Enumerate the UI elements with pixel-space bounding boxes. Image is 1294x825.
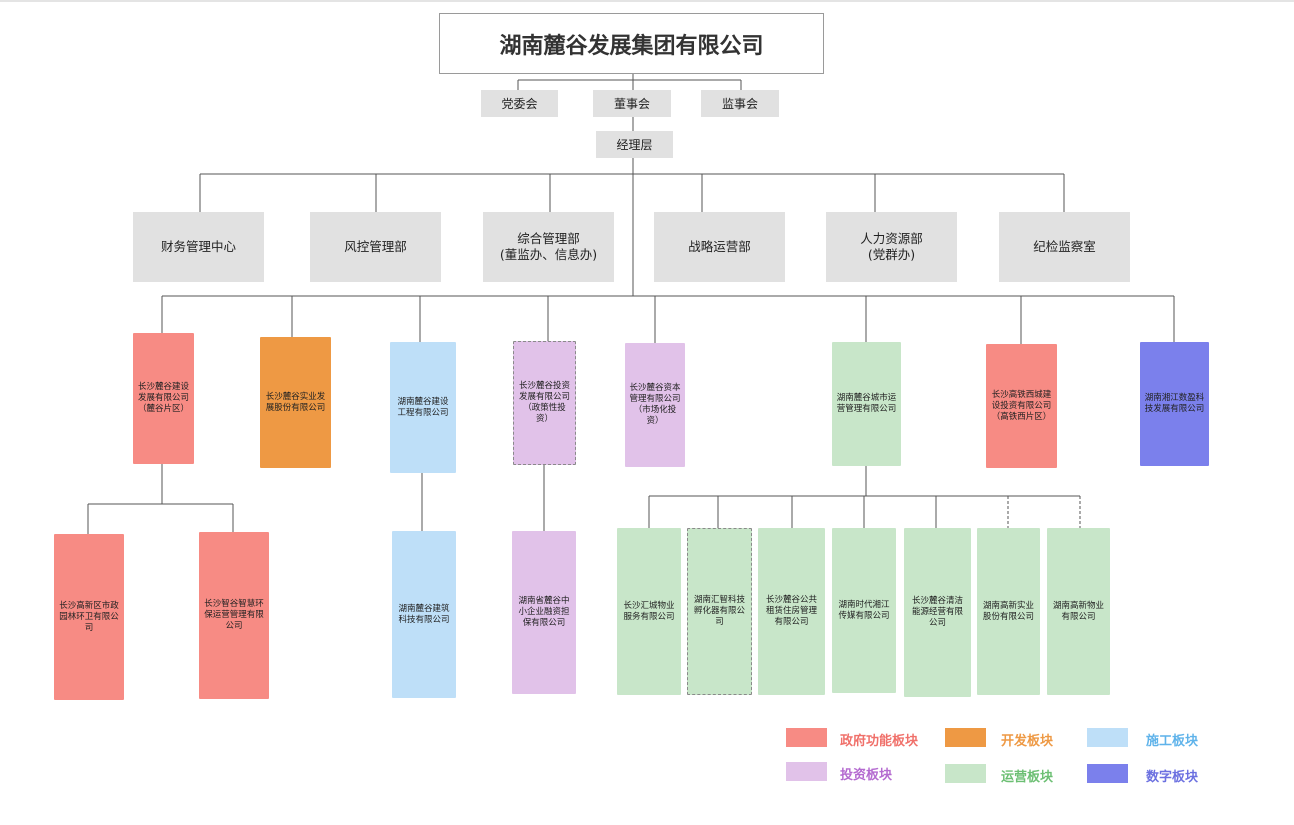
subsidiary-label: 长沙智谷智慧环保运营管理有限公司 <box>204 599 264 631</box>
subsidiary-label: 湖南时代湘江传媒有限公司 <box>838 599 890 621</box>
board-label: 董事会 <box>613 97 650 111</box>
legend-swatch-government <box>786 728 827 747</box>
company-hsr-west-city: 长沙高铁西城建设投资有限公司（高铁西片区） <box>986 344 1057 468</box>
company-lugu-investment: 长沙麓谷投资发展有限公司（政策性投资） <box>513 341 576 465</box>
management-box: 经理层 <box>596 131 673 158</box>
subsidiary-xiangjiang-media: 湖南时代湘江传媒有限公司 <box>832 528 896 693</box>
company-label: 长沙麓谷投资发展有限公司（政策性投资） <box>518 381 570 424</box>
company-lugu-industrial: 长沙麓谷实业发展股份有限公司 <box>260 337 331 468</box>
subsidiary-huizhi-incubator: 湖南汇智科技孵化器有限公司 <box>687 528 752 695</box>
subsidiary-label: 湖南汇智科技孵化器有限公司 <box>693 595 745 627</box>
subsidiary-public-housing: 长沙麓谷公共租赁住房管理有限公司 <box>758 528 825 695</box>
subsidiary-label: 长沙麓谷清洁能源经营有限公司 <box>911 596 963 628</box>
supervisory-board-label: 监事会 <box>721 97 758 111</box>
group-title-box: 湖南麓谷发展集团有限公司 <box>439 13 824 74</box>
subsidiary-smart-environment: 长沙智谷智慧环保运营管理有限公司 <box>199 532 269 699</box>
party-committee-label: 党委会 <box>501 97 538 111</box>
legend-swatch-investment <box>786 762 827 781</box>
subsidiary-label: 长沙汇城物业服务有限公司 <box>623 600 675 622</box>
dept-strategy: 战略运营部 <box>654 212 785 282</box>
dept-risk: 风控管理部 <box>310 212 441 282</box>
top-border <box>0 0 1294 2</box>
company-lugu-city-operation: 湖南麓谷城市运营管理有限公司 <box>832 342 901 466</box>
legend-swatch-construction <box>1087 728 1128 747</box>
company-label: 湖南湘江数盈科技发展有限公司 <box>1144 393 1205 414</box>
legend-label-digital: 数字板块 <box>1146 770 1199 785</box>
dept-general: 综合管理部 (董监办、信息办) <box>483 212 614 282</box>
company-label: 长沙麓谷资本管理有限公司（市场化投资） <box>629 383 681 426</box>
legend-label-operation: 运营板块 <box>1001 770 1054 785</box>
subsidiary-hi-tech-industrial: 湖南高新实业股份有限公司 <box>977 528 1040 695</box>
dept-finance: 财务管理中心 <box>133 212 264 282</box>
company-lugu-engineering: 湖南麓谷建设工程有限公司 <box>390 342 456 473</box>
subsidiary-huicheng-property: 长沙汇城物业服务有限公司 <box>617 528 681 695</box>
legend-label-construction: 施工板块 <box>1146 734 1199 749</box>
company-label: 长沙麓谷建设发展有限公司（麓谷片区） <box>137 382 189 414</box>
dept-hr: 人力资源部 (党群办) <box>826 212 957 282</box>
legend-label-investment: 投资板块 <box>840 768 893 783</box>
company-lugu-capital: 长沙麓谷资本管理有限公司（市场化投资） <box>625 343 685 467</box>
dept-hr-label: 人力资源部 <box>860 231 923 246</box>
subsidiary-label: 长沙高新区市政园林环卫有限公司 <box>59 600 119 633</box>
dept-finance-label: 财务管理中心 <box>160 239 236 254</box>
subsidiary-label: 湖南高新物业有限公司 <box>1052 600 1104 622</box>
subsidiary-clean-energy: 长沙麓谷清洁能源经营有限公司 <box>904 528 971 697</box>
company-label: 长沙麓谷实业发展股份有限公司 <box>265 391 326 413</box>
dept-risk-label: 风控管理部 <box>344 239 407 254</box>
dept-strategy-label: 战略运营部 <box>688 239 751 254</box>
legend-swatch-operation <box>945 764 986 783</box>
company-label: 湖南麓谷城市运营管理有限公司 <box>836 393 897 414</box>
management-label: 经理层 <box>616 138 653 152</box>
company-label: 湖南麓谷建设工程有限公司 <box>397 396 449 418</box>
legend-label-development: 开发板块 <box>1001 734 1054 749</box>
subsidiary-label: 湖南省麓谷中小企业融资担保有限公司 <box>518 596 570 628</box>
company-label: 长沙高铁西城建设投资有限公司（高铁西片区） <box>991 389 1052 422</box>
company-luguconstruction-dev: 长沙麓谷建设发展有限公司（麓谷片区） <box>133 333 194 464</box>
dept-discipline-label: 纪检监察室 <box>1033 239 1096 254</box>
subsidiary-municipal-sanitation: 长沙高新区市政园林环卫有限公司 <box>54 534 124 700</box>
board-box: 董事会 <box>593 90 671 117</box>
dept-discipline: 纪检监察室 <box>999 212 1130 282</box>
party-committee-box: 党委会 <box>481 90 558 117</box>
dept-general-sublabel: (董监办、信息办) <box>499 247 598 262</box>
subsidiary-sme-guarantee: 湖南省麓谷中小企业融资担保有限公司 <box>512 531 576 694</box>
company-xiangjiang-digital: 湖南湘江数盈科技发展有限公司 <box>1140 342 1209 466</box>
legend-swatch-digital <box>1087 764 1128 783</box>
dept-general-label: 综合管理部 <box>517 231 580 246</box>
supervisory-board-box: 监事会 <box>701 90 779 117</box>
subsidiary-building-tech: 湖南麓谷建筑科技有限公司 <box>392 531 456 698</box>
subsidiary-label: 湖南高新实业股份有限公司 <box>982 600 1034 622</box>
subsidiary-label: 湖南麓谷建筑科技有限公司 <box>398 603 450 625</box>
legend-swatch-development <box>945 728 986 747</box>
group-title: 湖南麓谷发展集团有限公司 <box>499 33 764 59</box>
subsidiary-hi-tech-property: 湖南高新物业有限公司 <box>1047 528 1110 695</box>
dept-hr-sublabel: (党群办) <box>867 247 916 262</box>
legend-label-government: 政府功能板块 <box>840 734 919 749</box>
subsidiary-label: 长沙麓谷公共租赁住房管理有限公司 <box>765 595 817 627</box>
